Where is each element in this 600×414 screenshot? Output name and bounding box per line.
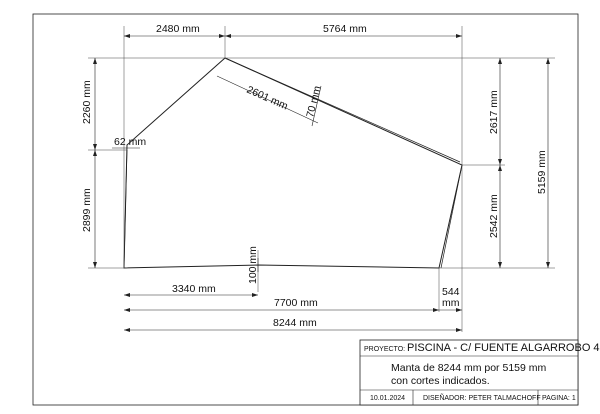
dim-right-lower: 2542 mm [488, 194, 500, 238]
designer: DISEÑADOR: PETER TALMACHOFF [423, 393, 541, 402]
dim-bottom-position: 3340 mm [172, 283, 216, 295]
dim-left-lower: 2899 mm [81, 188, 93, 232]
arrow-heads [93, 34, 550, 332]
dim-diagonal: 2601 mm [245, 84, 290, 113]
sheet-border [32, 13, 579, 406]
dim-bottom-notch: 100 mm [247, 246, 259, 284]
project-name: PISCINA - C/ FUENTE ALGARROBO 43 [407, 342, 600, 354]
page-number: PAGINA: 1 [542, 395, 576, 402]
dim-left-notch: 62 mm [114, 136, 146, 148]
project-label: PROYECTO: [364, 346, 405, 353]
dim-right-upper: 2617 mm [488, 90, 500, 134]
extension-lines [88, 26, 555, 332]
title-block: PROYECTO: PISCINA - C/ FUENTE ALGARROBO … [359, 339, 600, 406]
description-line1: Manta de 8244 mm por 5159 mm [391, 362, 546, 374]
dim-top-left: 2480 mm [156, 23, 200, 35]
diagonal-inner-line [224, 57, 461, 163]
dim-total-height: 5159 mm [536, 150, 548, 194]
dim-bottom-offset-unit: mm [442, 297, 460, 309]
dim-total-width: 8244 mm [273, 317, 317, 329]
date: 10.01.2024 [370, 395, 405, 402]
dimension-lines [94, 35, 549, 331]
cover-outline [123, 57, 463, 269]
dim-bottom-length: 7700 mm [274, 297, 318, 309]
left-notch-line [123, 149, 128, 269]
description-line2: con cortes indicados. [391, 375, 490, 387]
right-notch-line [440, 164, 463, 269]
dim-left-upper: 2260 mm [81, 80, 93, 124]
dim-bottom-offset-value: 544 [442, 286, 460, 298]
dim-top-right: 5764 mm [323, 23, 367, 35]
